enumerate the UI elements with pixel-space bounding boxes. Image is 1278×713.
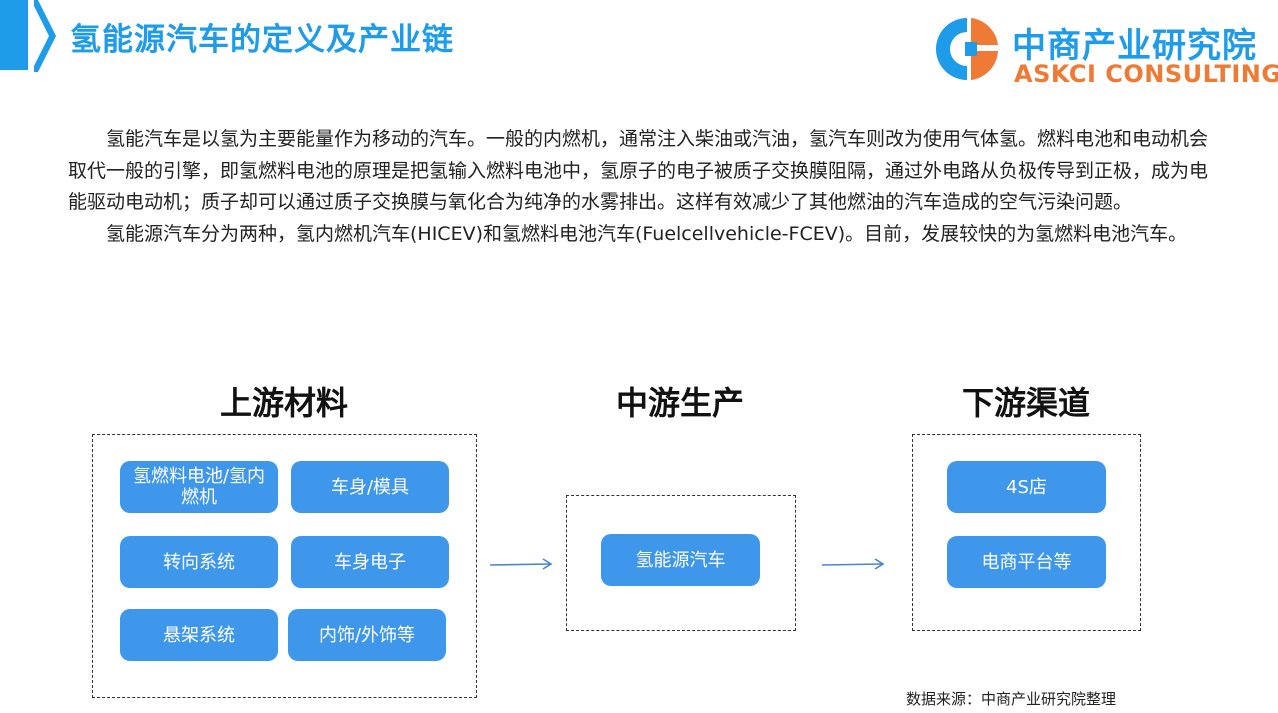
upstream-node-trim: 内饰/外饰等 bbox=[288, 609, 446, 661]
downstream-title: 下游渠道 bbox=[962, 384, 1091, 422]
arrow-midstream-to-downstream bbox=[821, 558, 885, 570]
upstream-group bbox=[92, 434, 477, 698]
upstream-node-body-mold: 车身/模具 bbox=[291, 461, 449, 513]
arrow-upstream-to-midstream bbox=[489, 558, 553, 570]
downstream-node-4s-store: 4S店 bbox=[947, 461, 1106, 513]
downstream-node-ecommerce: 电商平台等 bbox=[947, 536, 1106, 588]
intro-paragraph-2: 氢能源汽车分为两种，氢内燃机汽车(HICEV)和氢燃料电池汽车(Fuelcell… bbox=[106, 222, 1188, 245]
upstream-node-body-electronics: 车身电子 bbox=[291, 536, 449, 588]
upstream-title: 上游材料 bbox=[220, 384, 349, 422]
logo-name-en: ASKCI CONSULTING bbox=[1014, 60, 1278, 88]
logo-mark-icon bbox=[935, 17, 998, 80]
midstream-group bbox=[566, 495, 796, 631]
midstream-node-hydrogen-vehicle: 氢能源汽车 bbox=[601, 534, 760, 586]
page-title: 氢能源汽车的定义及产业链 bbox=[70, 22, 454, 58]
company-logo: 中商产业研究院 ASKCI CONSULTING bbox=[932, 14, 1278, 88]
logo-name-cn: 中商产业研究院 bbox=[1012, 26, 1257, 66]
upstream-node-suspension: 悬架系统 bbox=[120, 609, 278, 661]
intro-text: 氢能汽车是以氢为主要能量作为移动的汽车。一般的内燃机，通常注入柴油或汽油，氢汽车… bbox=[68, 124, 1208, 250]
upstream-node-fuel-cell: 氢燃料电池/氢内燃机 bbox=[120, 461, 278, 513]
intro-paragraph-1: 氢能汽车是以氢为主要能量作为移动的汽车。一般的内燃机，通常注入柴油或汽油，氢汽车… bbox=[68, 128, 1209, 213]
downstream-group bbox=[912, 434, 1141, 631]
data-source-note: 数据来源：中商产业研究院整理 bbox=[906, 690, 1117, 708]
header-accent-bar bbox=[0, 0, 28, 70]
header-chevron-icon bbox=[34, 0, 56, 72]
upstream-node-steering: 转向系统 bbox=[120, 536, 278, 588]
midstream-title: 中游生产 bbox=[616, 384, 745, 422]
